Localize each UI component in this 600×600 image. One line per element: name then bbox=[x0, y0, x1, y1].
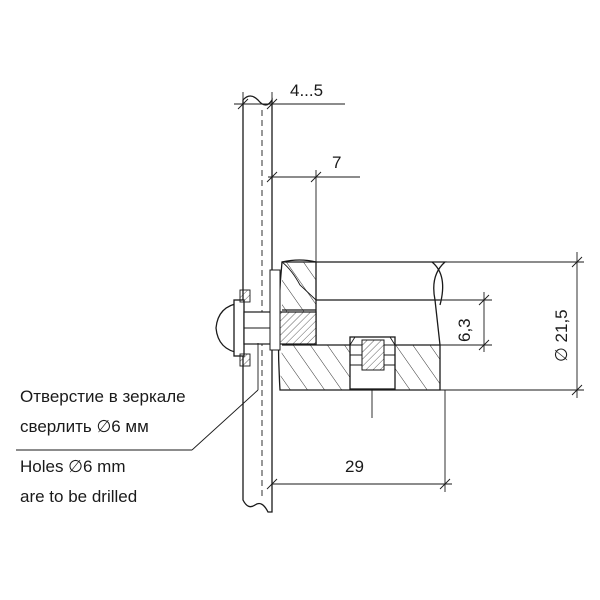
dim-label-offset: 7 bbox=[332, 153, 341, 172]
note-en-line1: Holes ∅6 mm bbox=[20, 457, 126, 476]
note-en-line2: are to be drilled bbox=[20, 487, 137, 506]
drill-note: Отверстие в зеркале сверлить ∅6 мм Holes… bbox=[20, 387, 186, 506]
dimension-offset: 7 bbox=[266, 153, 360, 262]
dim-label-bore: 6,3 bbox=[455, 318, 474, 342]
bolt bbox=[215, 269, 317, 367]
dimension-diameter: ∅ 21,5 bbox=[440, 252, 584, 398]
glass-panel bbox=[242, 95, 273, 513]
set-screw bbox=[349, 336, 396, 418]
note-ru-line2: сверлить ∅6 мм bbox=[20, 417, 149, 436]
dimension-length: 29 bbox=[266, 390, 452, 492]
dim-label-thickness: 4...5 bbox=[290, 81, 323, 100]
dimension-bore: 6,3 bbox=[420, 292, 492, 352]
note-leader bbox=[16, 343, 259, 451]
note-ru-line1: Отверстие в зеркале bbox=[20, 387, 186, 406]
dim-label-length: 29 bbox=[345, 457, 364, 476]
dim-label-diameter: ∅ 21,5 bbox=[552, 309, 571, 362]
dimension-glass-thickness: 4...5 bbox=[234, 81, 345, 110]
